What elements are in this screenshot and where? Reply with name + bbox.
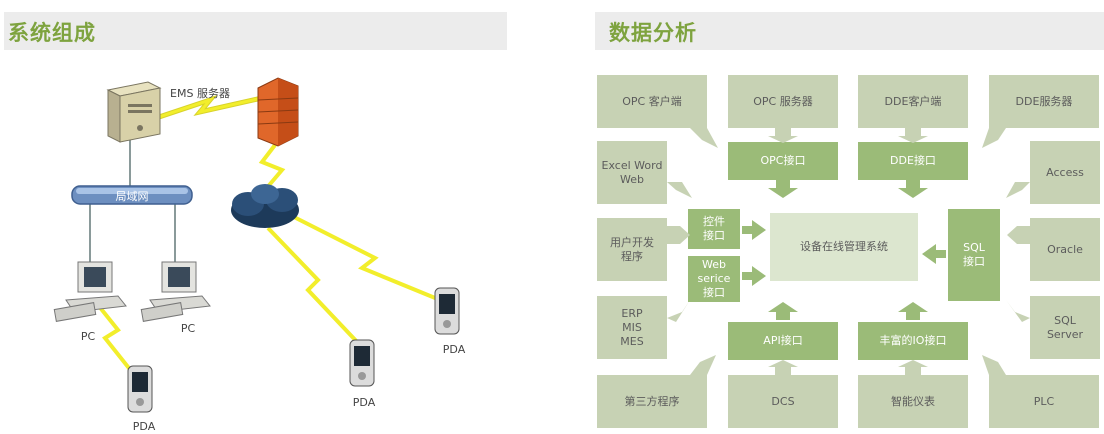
- control-interface-box: 控件 接口: [688, 209, 740, 249]
- smart-meter-box: 智能仪表: [858, 375, 968, 428]
- pc-icon-2: [140, 261, 211, 322]
- pc-icon-1: [53, 261, 127, 322]
- arrow-user-dev: [667, 226, 690, 244]
- arrow-access: [1006, 182, 1030, 198]
- arrow-oracle: [1007, 226, 1030, 244]
- erp-mis-mes-box: ERP MIS MES: [597, 296, 667, 359]
- third-party-box: 第三方程序: [597, 375, 707, 428]
- dde-interface-box: DDE接口: [858, 142, 968, 180]
- firewall-cloud-link: [258, 143, 286, 192]
- arrow-sql-to-center: [922, 244, 946, 264]
- sql-interface-box: SQL 接口: [948, 209, 1000, 301]
- arrow-api-to-center: [768, 302, 798, 320]
- section-title: 系统组成: [8, 21, 96, 45]
- firewall-icon: [257, 77, 299, 147]
- arrow-dde-to-center: [898, 180, 928, 198]
- opc-server-box: OPC 服务器: [728, 75, 838, 128]
- dde-server-box: DDE服务器: [989, 75, 1099, 128]
- arrow-opc-to-center: [768, 180, 798, 198]
- web-service-interface-box: Web serice 接口: [688, 256, 740, 302]
- pda-icon-3: [434, 287, 460, 335]
- server-icon: [106, 81, 162, 143]
- arrow-dcs: [768, 360, 798, 375]
- arrow-smart-meter: [898, 360, 928, 375]
- cloud-pda3-link: [289, 213, 441, 302]
- plc-box: PLC: [989, 375, 1099, 428]
- section-header-system: 系统组成: [4, 12, 507, 50]
- sql-server-box: SQL Server: [1030, 296, 1100, 359]
- lan-label: 局域网: [116, 190, 149, 203]
- center-system-box: 设备在线管理系统: [770, 213, 918, 281]
- arrow-third-party: [690, 355, 716, 375]
- section-header-analysis: 数据分析: [595, 12, 1104, 50]
- pc1-label: PC: [81, 330, 96, 343]
- arrow-erp: [667, 300, 690, 322]
- arrow-control-to-center: [742, 220, 766, 240]
- pda2-label: PDA: [353, 396, 376, 409]
- pda-icon-2: [349, 339, 375, 387]
- access-box: Access: [1030, 141, 1100, 204]
- opc-client-box: OPC 客户端: [597, 75, 707, 128]
- dde-client-box: DDE客户端: [858, 75, 968, 128]
- arrow-io-to-center: [898, 302, 928, 320]
- arrow-dde-server: [982, 128, 1006, 148]
- pda3-label: PDA: [443, 343, 466, 356]
- arrow-sql-server: [1006, 300, 1030, 322]
- lan-bar: [71, 185, 193, 205]
- pda1-label: PDA: [133, 420, 156, 433]
- arrow-opc-server: [768, 128, 798, 143]
- io-interface-box: 丰富的IO接口: [858, 322, 968, 360]
- system-topology-diagram: 局域网 EMS 服务器 PC PC: [53, 77, 466, 433]
- excel-word-web-box: Excel Word Web: [597, 141, 667, 204]
- pc1-pda1-link: [96, 303, 134, 374]
- pda-icon-1: [127, 365, 153, 413]
- dcs-box: DCS: [728, 375, 838, 428]
- arrow-web-to-center: [742, 266, 766, 286]
- arrow-plc: [982, 355, 1006, 375]
- oracle-box: Oracle: [1030, 218, 1100, 281]
- arrow-excel: [667, 182, 692, 198]
- cloud-icon: [231, 184, 299, 228]
- section-title: 数据分析: [609, 21, 697, 45]
- cloud-pda2-link: [266, 226, 362, 347]
- api-interface-box: API接口: [728, 322, 838, 360]
- opc-interface-box: OPC接口: [728, 142, 838, 180]
- arrow-dde-client: [898, 128, 928, 143]
- user-dev-box: 用户开发 程序: [597, 218, 667, 281]
- pc2-label: PC: [181, 322, 196, 335]
- arrow-opc-client: [690, 128, 718, 148]
- ems-server-label: EMS 服务器: [170, 87, 230, 100]
